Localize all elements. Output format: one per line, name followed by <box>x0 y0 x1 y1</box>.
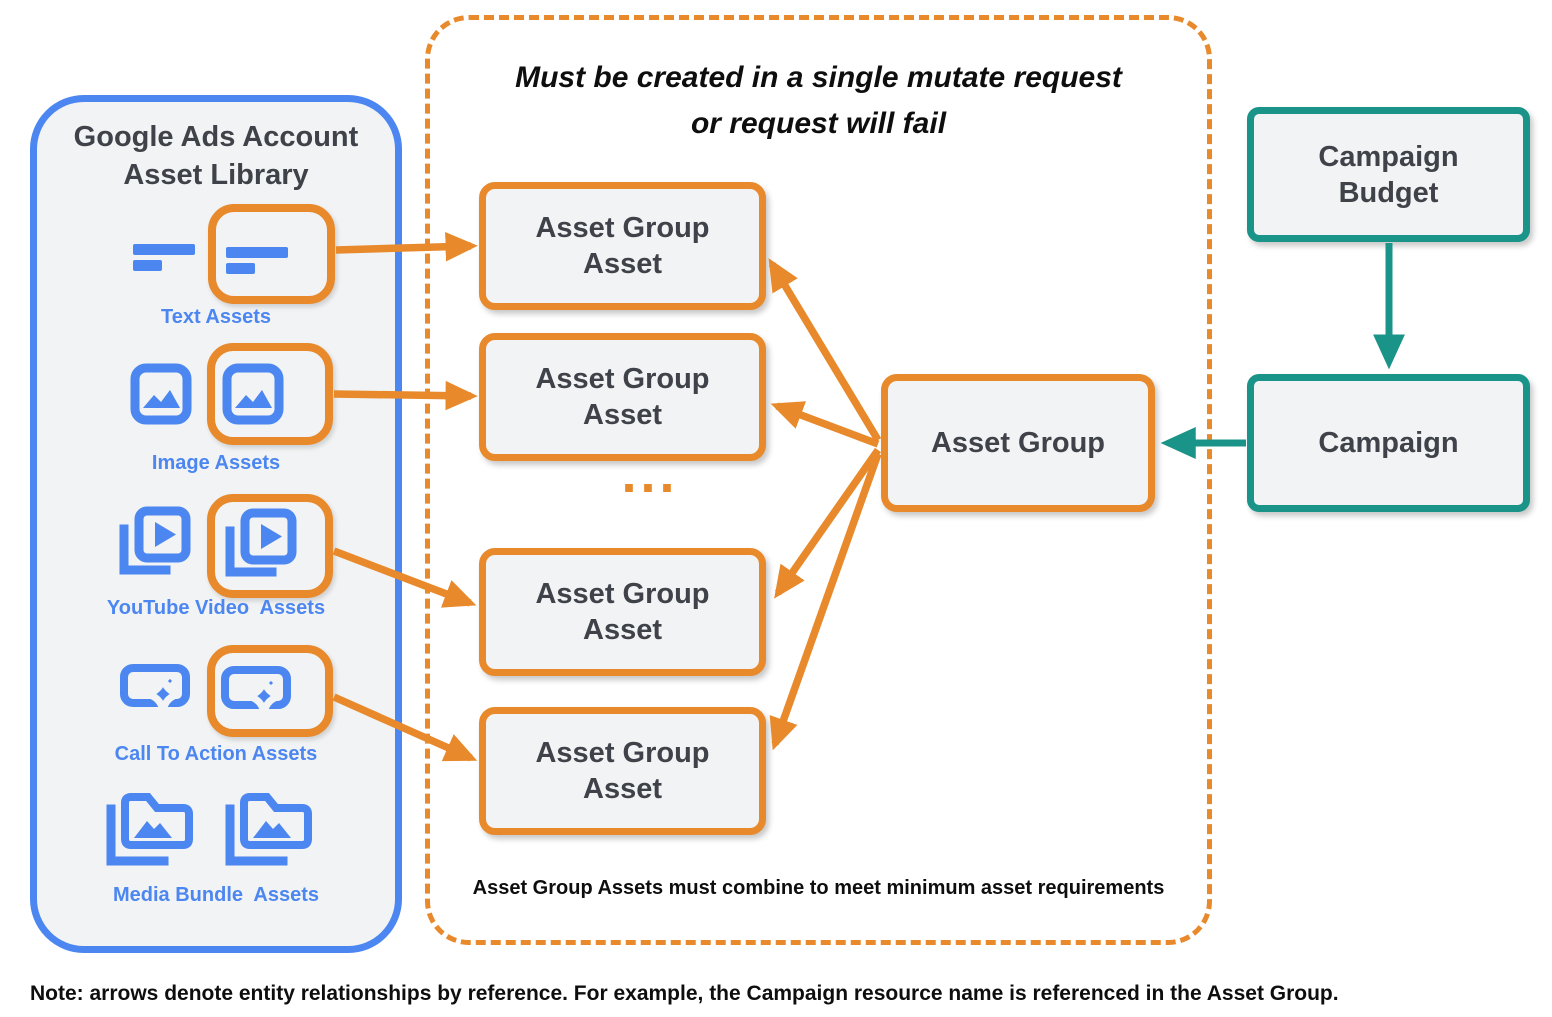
asset-group-asset-label: Asset Group Asset <box>535 363 710 431</box>
asset-type-label-youtube: YouTube Video Assets <box>106 597 326 619</box>
asset-group-asset-box: Asset Group Asset <box>479 333 766 461</box>
asset-library-panel <box>30 95 402 953</box>
asset-library-title-line2: Asset Library <box>123 159 309 191</box>
asset-type-label-media-bundle: Media Bundle Assets <box>113 884 319 906</box>
asset-type-label-image: Image Assets <box>151 452 281 474</box>
asset-requirements-footnote: Asset Group Assets must combine to meet … <box>472 877 1165 899</box>
asset-group-label: Asset Group <box>930 427 1106 459</box>
selected-asset-highlight-box <box>208 204 335 304</box>
asset-type-label-cta: Call To Action Assets <box>114 743 318 765</box>
youtube-video-asset-icon-highlighted <box>225 508 297 577</box>
media-bundle-asset-icon-2 <box>225 793 312 866</box>
text-asset-icon <box>133 244 195 271</box>
asset-group-asset-label: Asset Group Asset <box>535 212 710 280</box>
media-bundle-asset-icon <box>106 793 193 866</box>
asset-library-title-line1: Google Ads Account <box>73 121 359 153</box>
asset-group-asset-box: Asset Group Asset <box>479 182 766 310</box>
image-asset-icon-highlighted <box>222 363 284 425</box>
text-asset-icon-highlighted <box>226 247 288 274</box>
selected-asset-highlight-box <box>207 343 333 445</box>
mutate-request-title: Must be created in a single mutate reque… <box>425 55 1212 147</box>
selected-asset-highlight-box <box>207 494 333 598</box>
asset-library-title: Google Ads Account Asset Library <box>30 118 402 194</box>
reference-note: Note: arrows denote entity relationships… <box>30 982 1339 1005</box>
image-asset-icon <box>130 363 192 425</box>
ellipsis-label: ... <box>621 444 679 504</box>
asset-group-asset-label: Asset Group Asset <box>535 737 710 805</box>
asset-group-asset-box: Asset Group Asset <box>479 707 766 835</box>
asset-type-label-text: Text Assets <box>160 306 272 328</box>
mutate-request-title-line2: or request will fail <box>690 107 947 140</box>
campaign-box: Campaign <box>1247 374 1530 512</box>
selected-asset-highlight-box <box>207 645 333 737</box>
call-to-action-asset-icon-highlighted <box>221 666 291 714</box>
asset-group-asset-label: Asset Group Asset <box>535 578 710 646</box>
mutate-request-title-line1: Must be created in a single mutate reque… <box>515 61 1122 94</box>
youtube-video-asset-icon <box>119 506 191 575</box>
campaign-budget-box: Campaign Budget <box>1247 107 1530 242</box>
call-to-action-asset-icon <box>120 664 190 712</box>
campaign-budget-label: Campaign Budget <box>1318 140 1459 209</box>
campaign-label: Campaign <box>1318 427 1459 459</box>
asset-group-box: Asset Group <box>881 374 1155 512</box>
asset-group-asset-box: Asset Group Asset <box>479 548 766 676</box>
